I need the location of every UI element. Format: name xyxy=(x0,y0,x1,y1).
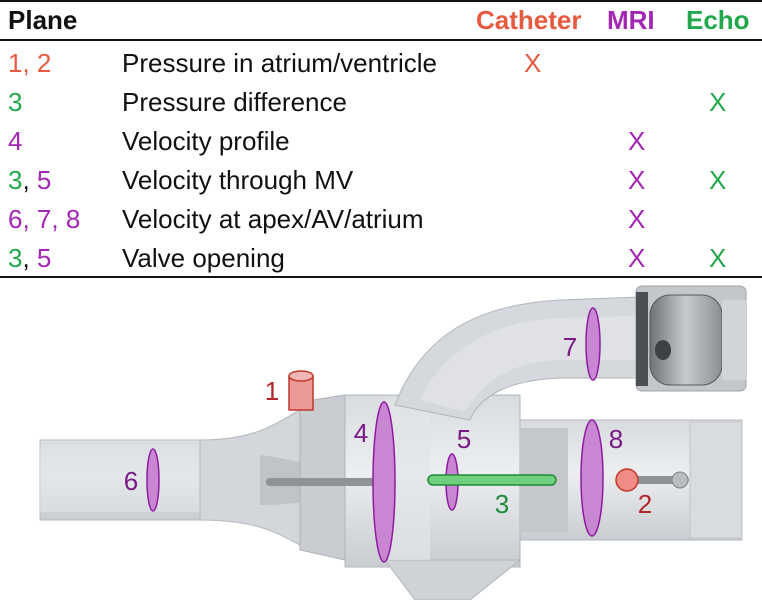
mri-plane-7 xyxy=(585,307,601,381)
plane-label-3: 3 xyxy=(495,489,509,519)
mri-mark: X xyxy=(628,165,646,195)
echo-mark: X xyxy=(709,243,727,273)
echo-mark: X xyxy=(709,87,727,117)
plane-label-4: 4 xyxy=(354,418,368,448)
pressure-rods xyxy=(266,471,689,489)
header-catheter: Catheter xyxy=(476,5,582,35)
row-planes: 1, 2 xyxy=(8,50,51,76)
echo-mark: X xyxy=(709,165,727,195)
mri-mark: X xyxy=(628,126,646,156)
aortic-valve-housing xyxy=(635,285,747,392)
row-label: Pressure in atrium/ventricle xyxy=(122,48,437,78)
row-planes: 4 xyxy=(8,128,22,154)
plane-number: 4 xyxy=(8,126,23,156)
header-echo: Echo xyxy=(686,5,750,35)
plane-number: , xyxy=(22,48,37,78)
catheter-port xyxy=(288,370,314,411)
table-top-rule xyxy=(0,0,762,2)
mri-plane-8 xyxy=(580,419,604,537)
plane-label-6: 6 xyxy=(124,466,138,496)
plane-number: 3 xyxy=(8,87,23,117)
header-mri: MRI xyxy=(607,5,655,35)
row-planes: 6, 7, 8 xyxy=(8,206,80,232)
plane-label-8: 8 xyxy=(609,424,623,454)
row-label: Velocity at apex/AV/atrium xyxy=(122,204,424,234)
catheter-mark: X xyxy=(524,48,542,78)
row-label: Pressure difference xyxy=(122,87,347,117)
ventricle-chamber xyxy=(299,394,522,600)
header-rule xyxy=(0,39,762,41)
echo-plane-3 xyxy=(427,474,557,486)
plane-number: , xyxy=(22,243,37,273)
plane-number: 2 xyxy=(36,48,52,78)
row-planes: 3, 5 xyxy=(8,167,51,193)
catheter-plane-2 xyxy=(615,468,639,492)
mri-plane-4 xyxy=(372,401,396,563)
mri-mark: X xyxy=(628,243,646,273)
row-label: Valve opening xyxy=(122,243,285,273)
plane-label-7: 7 xyxy=(563,332,577,362)
table-bottom-rule xyxy=(0,276,762,278)
plane-number: 5 xyxy=(36,243,52,273)
plane-label-2: 2 xyxy=(638,489,652,519)
plane-label-5: 5 xyxy=(457,424,471,454)
plane-label-1: 1 xyxy=(265,376,279,406)
mri-mark: X xyxy=(628,204,646,234)
row-label: Velocity profile xyxy=(122,126,290,156)
plane-number: 3 xyxy=(8,243,23,273)
plane-number: 5 xyxy=(36,165,52,195)
plane-number: 1 xyxy=(8,48,23,78)
plane-number: , xyxy=(22,165,37,195)
row-label: Velocity through MV xyxy=(122,165,354,195)
header-plane: Plane xyxy=(8,5,78,35)
row-planes: 3, 5 xyxy=(8,245,51,271)
plane-number: 3 xyxy=(8,165,23,195)
outflow-elbow xyxy=(394,296,641,421)
plane-number: 6, 7, 8 xyxy=(8,204,81,234)
mri-plane-6 xyxy=(146,448,160,512)
row-planes: 3 xyxy=(8,89,22,115)
